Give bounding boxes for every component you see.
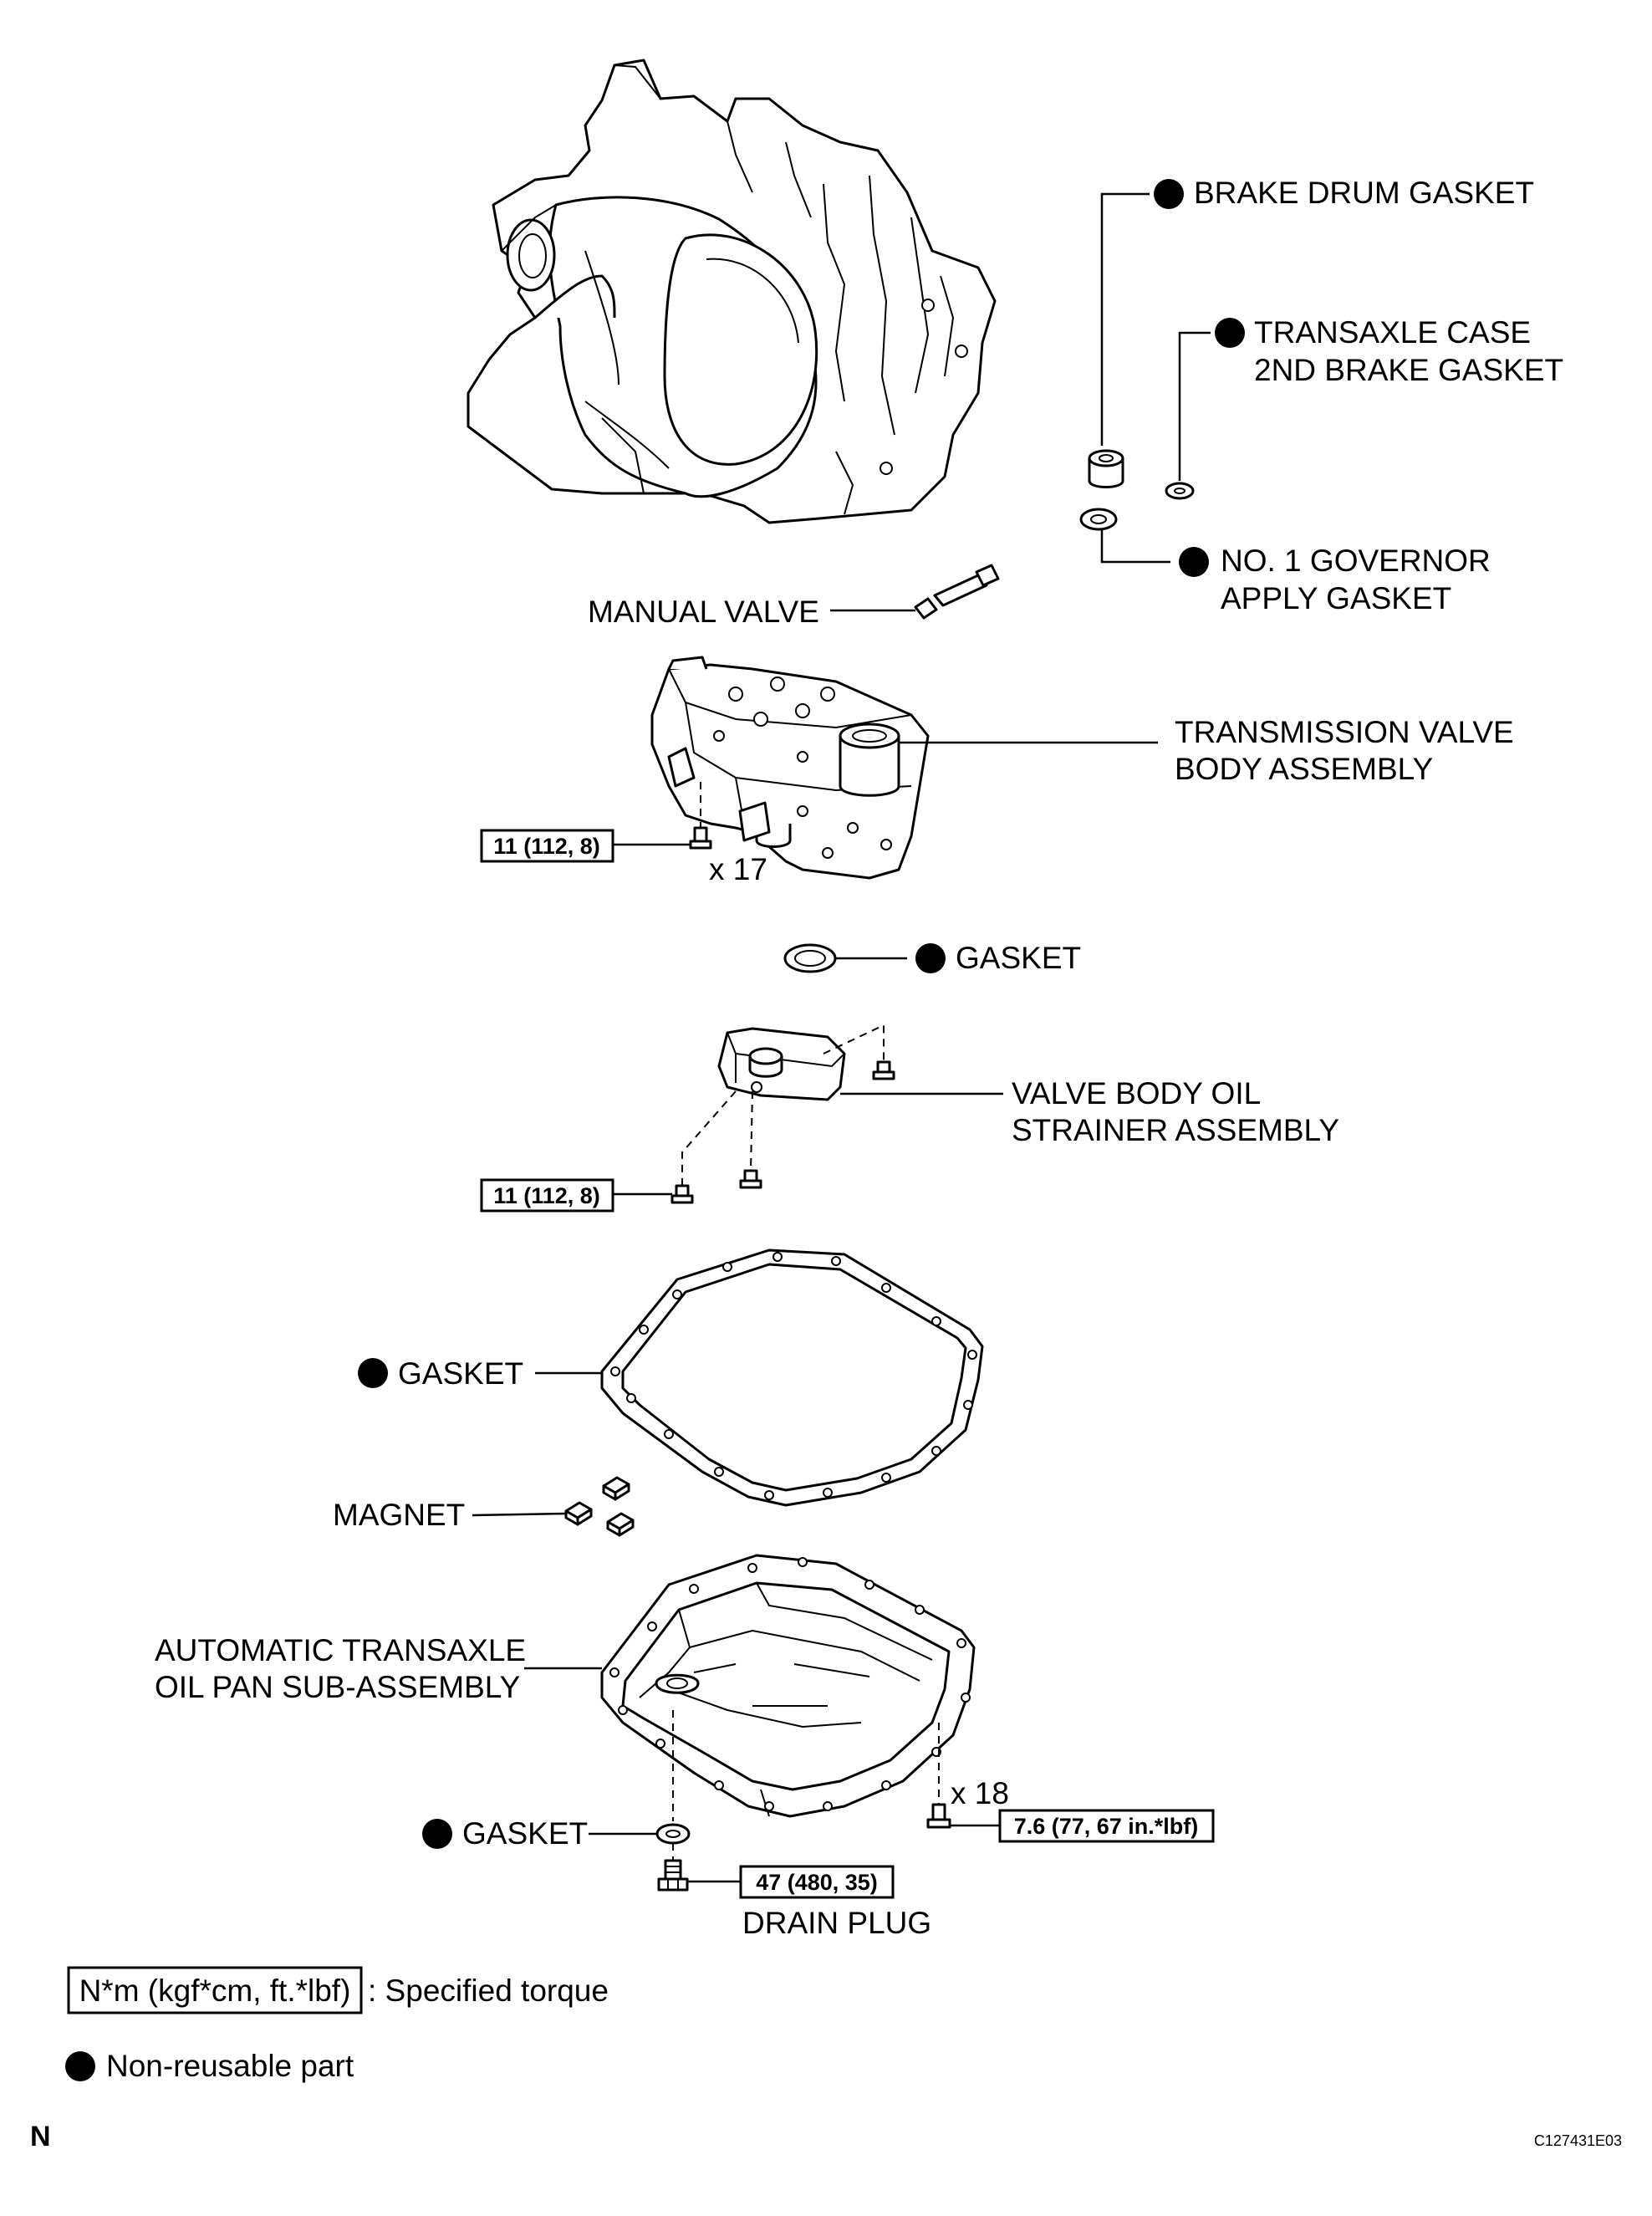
torque-box-valve-body: [480, 829, 614, 863]
torque-valve-body: 11 (112, 8): [493, 834, 600, 859]
valve-body-bolt-icon: [689, 826, 712, 850]
label-manual-valve: MANUAL VALVE: [588, 595, 819, 629]
strainer-bolt-icon: [739, 1169, 762, 1189]
label-transaxle-case-line2: 2ND BRAKE GASKET: [1254, 353, 1563, 387]
label-strainer-line2: STRAINER ASSEMBLY: [1012, 1113, 1339, 1147]
transaxle-case-2nd-brake-gasket-part: [1165, 482, 1195, 500]
label-drain-gasket: GASKET: [462, 1816, 588, 1851]
nonreusable-marker: [1215, 318, 1245, 348]
torque-drain: 47 (480, 35): [756, 1870, 878, 1895]
label-oil-pan-line2: OIL PAN SUB-ASSEMBLY: [155, 1670, 520, 1704]
torque-box-drain: [739, 1865, 895, 1899]
strainer-gasket-part: [783, 943, 837, 973]
label-oil-pan-line1: AUTOMATIC TRANSAXLE: [155, 1633, 526, 1667]
transmission-valve-body-part: [650, 656, 930, 880]
label-strainer-line1: VALVE BODY OIL: [1012, 1076, 1261, 1111]
nonreusable-marker: [358, 1358, 388, 1388]
qty-valve-body: x 17: [709, 852, 767, 886]
torque-pan: 7.6 (77, 67 in.*lbf): [1014, 1814, 1199, 1839]
legend-torque-desc: : Specified torque: [368, 1973, 609, 2008]
label-brake-drum-gasket: BRAKE DRUM GASKET: [1194, 176, 1534, 210]
label-valve-body-line1: TRANSMISSION VALVE: [1175, 715, 1514, 749]
legend-torque-unit: N*m (kgf*cm, ft.*lbf): [79, 1973, 351, 2008]
torque-box-strainer: [480, 1178, 614, 1213]
torque-box-pan: [998, 1809, 1215, 1843]
pan-bolt-icon: [926, 1803, 951, 1829]
magnet-part: [602, 1476, 630, 1501]
label-pan-gasket: GASKET: [398, 1356, 523, 1391]
oil-pan-gasket-part: [600, 1248, 984, 1507]
transaxle-case-illustration: [467, 59, 997, 524]
label-drain-plug: DRAIN PLUG: [742, 1906, 931, 1940]
label-transaxle-case-line1: TRANSAXLE CASE: [1254, 315, 1531, 350]
qty-pan: x 18: [951, 1776, 1009, 1810]
nonreusable-marker: [1154, 179, 1184, 209]
drain-gasket-part: [655, 1823, 691, 1845]
label-governor-line1: NO. 1 GOVERNOR: [1221, 544, 1491, 578]
manual-valve-part: [914, 564, 1000, 620]
footer-left-code: N: [30, 2121, 51, 2152]
label-valve-body-line2: BODY ASSEMBLY: [1175, 752, 1433, 786]
valve-body-oil-strainer-part: [717, 1027, 846, 1101]
legend-nonreusable-desc: Non-reusable part: [106, 2049, 354, 2083]
label-governor-line2: APPLY GASKET: [1221, 581, 1451, 615]
nonreusable-marker: [422, 1819, 452, 1849]
nonreusable-marker: [915, 943, 946, 973]
brake-drum-gasket-part: [1088, 449, 1124, 488]
filled-circle-icon: [65, 2051, 95, 2081]
nonreusable-marker: [1179, 547, 1209, 577]
label-gasket-strainer: GASKET: [956, 941, 1081, 975]
figure-id: C127431E03: [1534, 2132, 1622, 2149]
oil-pan-part: [600, 1554, 976, 1818]
strainer-bolt-icon: [670, 1184, 694, 1204]
drain-plug-part: [657, 1859, 689, 1892]
label-magnet: MAGNET: [333, 1498, 465, 1532]
magnet-part: [564, 1501, 593, 1526]
governor-apply-gasket-part: [1079, 508, 1118, 531]
strainer-bolt-icon: [872, 1060, 895, 1080]
legend-torque-box: [67, 1966, 363, 2014]
torque-strainer: 11 (112, 8): [493, 1183, 600, 1208]
magnet-part: [606, 1512, 635, 1537]
